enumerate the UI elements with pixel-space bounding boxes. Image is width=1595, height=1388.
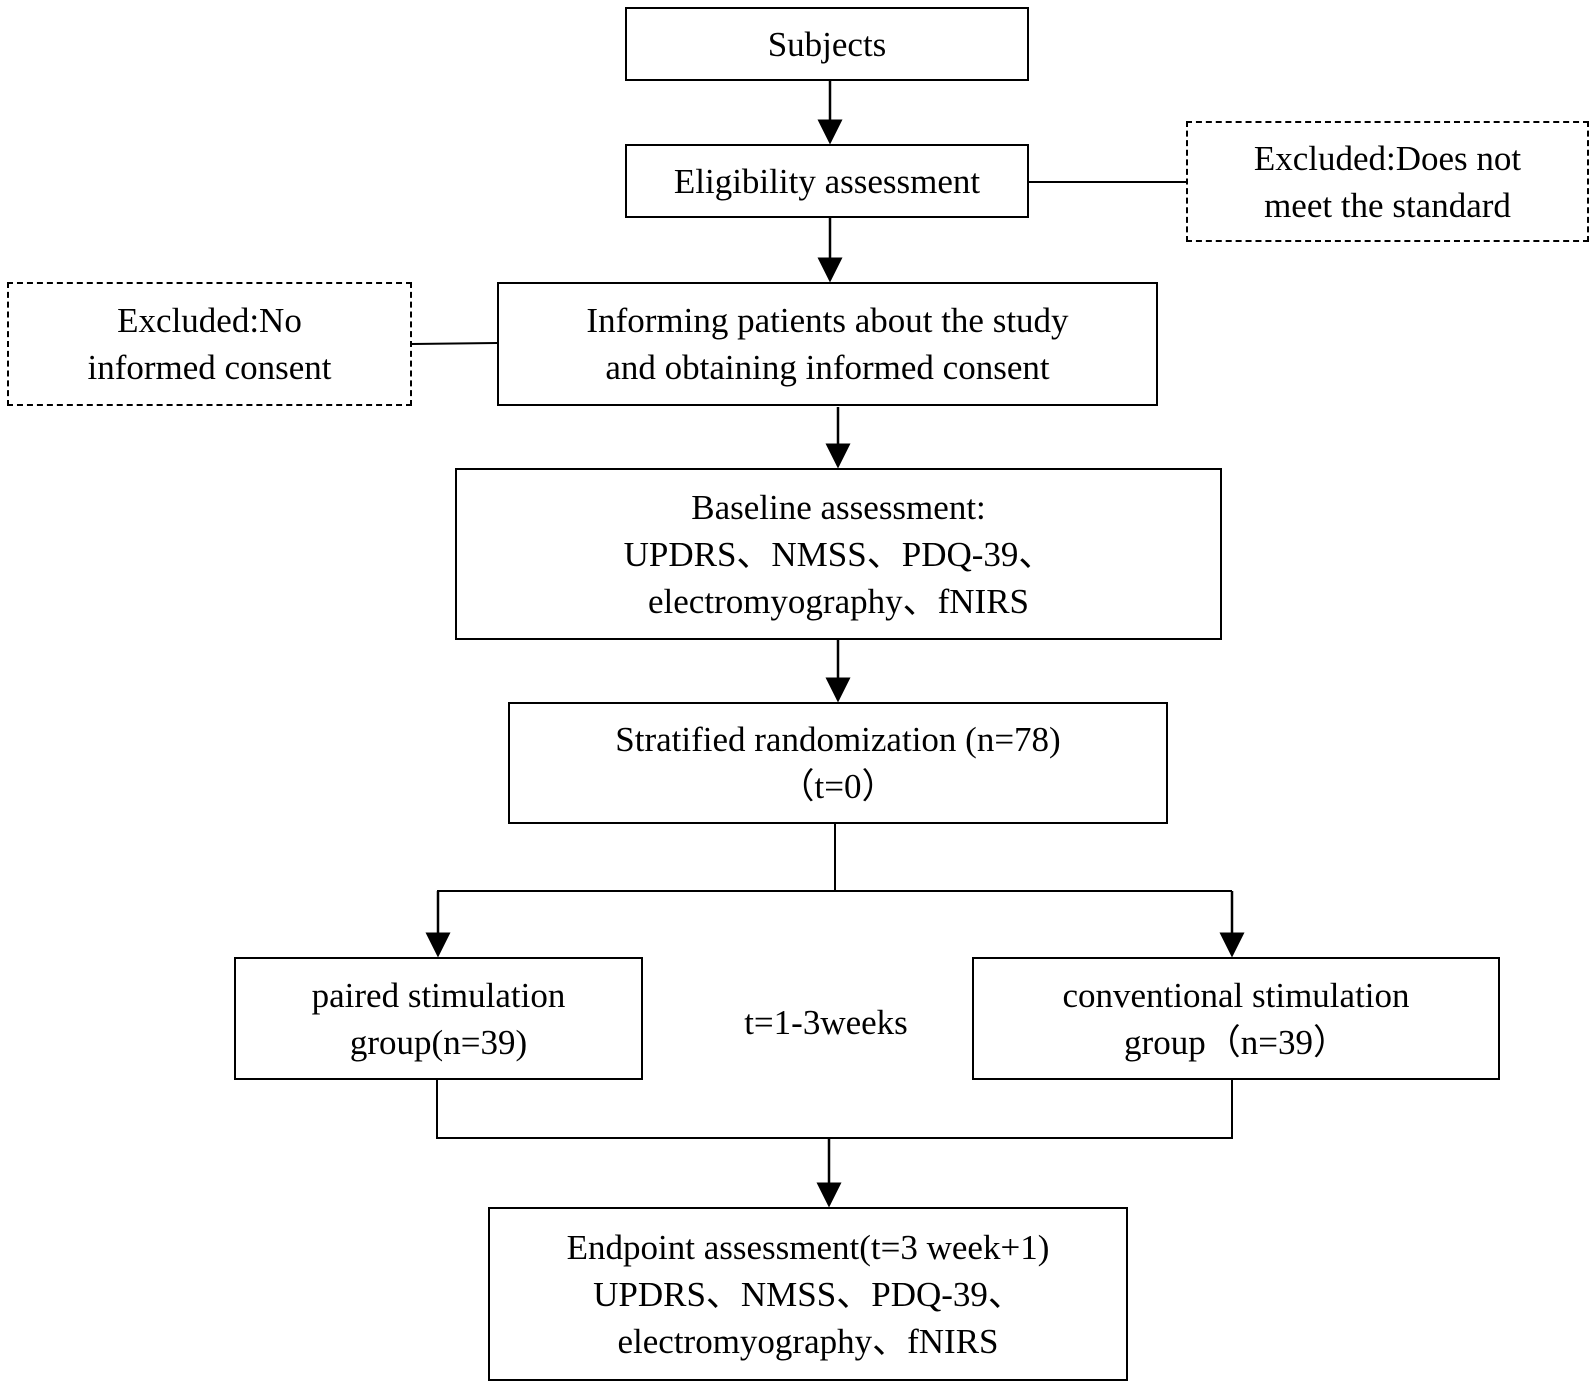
endpoint-assessment-box: Endpoint assessment(t=3 week+1) UPDRS、NM… xyxy=(488,1207,1128,1381)
informing-line-2: and obtaining informed consent xyxy=(605,348,1050,387)
paired-line-2: group(n=39) xyxy=(349,1022,528,1062)
baseline-line-2: UPDRS、NMSS、PDQ-39、 xyxy=(623,534,1054,574)
conventional-line-1: conventional stimulation xyxy=(1062,975,1410,1015)
connector-excluded-consent-to-informing xyxy=(411,342,498,345)
eligibility-assessment-box: Eligibility assessment xyxy=(625,144,1029,218)
baseline-line-3: electromyography、fNIRS xyxy=(647,581,1030,621)
excluded-consent-box: Excluded:No informed consent xyxy=(7,282,412,406)
excluded-standard-line-2: meet the standard xyxy=(1264,185,1511,225)
excluded-standard-line-1: Excluded:Does not xyxy=(1253,138,1522,178)
subjects-box: Subjects xyxy=(625,7,1029,81)
randomization-line-2: （t=0） xyxy=(779,767,897,806)
conventional-stimulation-box: conventional stimulation group（n=39） xyxy=(972,957,1500,1080)
conventional-line-2: group（n=39） xyxy=(1124,1022,1348,1062)
excluded-consent-line-2: informed consent xyxy=(87,348,332,387)
duration-label: t=1-3weeks xyxy=(744,1003,908,1042)
endpoint-line-1: Endpoint assessment(t=3 week+1) xyxy=(566,1227,1050,1267)
endpoint-line-2: UPDRS、NMSS、PDQ-39、 xyxy=(593,1274,1023,1314)
excluded-standard-box: Excluded:Does not meet the standard xyxy=(1186,121,1589,242)
excluded-consent-line-1: Excluded:No xyxy=(117,301,302,340)
paired-line-1: paired stimulation xyxy=(311,975,566,1015)
endpoint-line-3: electromyography、fNIRS xyxy=(617,1321,999,1361)
baseline-line-1: Baseline assessment: xyxy=(691,487,986,527)
stratified-randomization-box: Stratified randomization (n=78) （t=0） xyxy=(508,702,1168,824)
paired-stimulation-box: paired stimulation group(n=39) xyxy=(234,957,643,1080)
eligibility-assessment-text: Eligibility assessment xyxy=(673,161,981,201)
baseline-assessment-box: Baseline assessment: UPDRS、NMSS、PDQ-39、 … xyxy=(455,468,1222,640)
informing-line-1: Informing patients about the study xyxy=(586,301,1069,340)
informing-patients-box: Informing patients about the study and o… xyxy=(497,282,1158,406)
subjects-text: Subjects xyxy=(767,24,887,64)
randomization-line-1: Stratified randomization (n=78) xyxy=(615,720,1061,759)
